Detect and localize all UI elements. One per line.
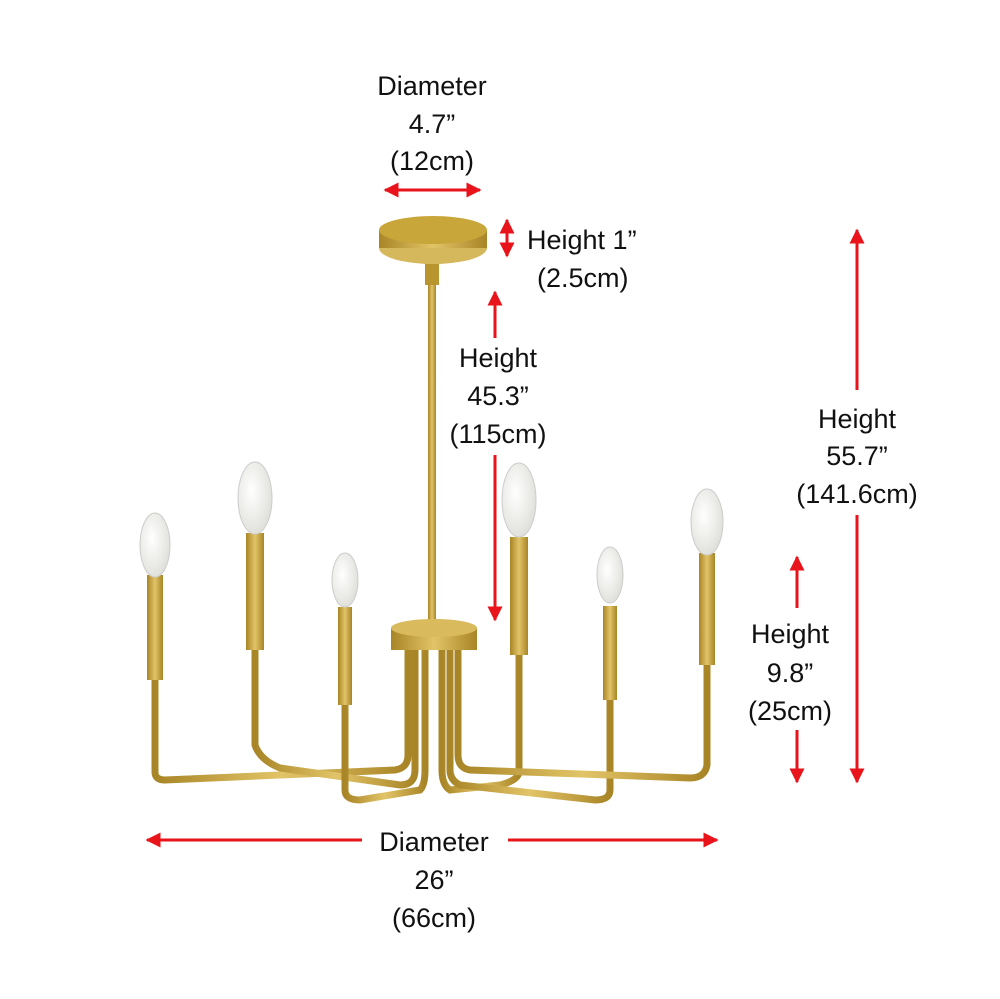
rod bbox=[428, 258, 436, 628]
candles bbox=[139, 461, 724, 705]
body-height-inch: 9.8” bbox=[767, 658, 814, 688]
top-diameter-cm: (12cm) bbox=[390, 146, 474, 176]
total-height-label: Height bbox=[818, 404, 897, 434]
body-height-label: Height bbox=[751, 619, 830, 649]
rod-height-label: Height bbox=[459, 343, 538, 373]
canopy-height-label: Height 1” bbox=[527, 225, 637, 255]
total-height-inch: 55.7” bbox=[826, 441, 888, 471]
bottom-diameter-label: Diameter bbox=[379, 827, 489, 857]
rod-height-cm: (115cm) bbox=[449, 419, 546, 449]
chandelier-image bbox=[139, 216, 724, 804]
top-diameter-label: Diameter bbox=[377, 71, 487, 101]
arms bbox=[151, 646, 711, 804]
bottom-diameter-inch: 26” bbox=[414, 865, 453, 895]
total-height-cm: (141.6cm) bbox=[796, 479, 918, 509]
body-height-cm: (25cm) bbox=[748, 696, 832, 726]
bottom-diameter-cm: (66cm) bbox=[392, 903, 476, 933]
rod-height-inch: 45.3” bbox=[467, 381, 529, 411]
canopy-height-cm: (2.5cm) bbox=[537, 263, 629, 293]
top-diameter-inch: 4.7” bbox=[409, 109, 456, 139]
